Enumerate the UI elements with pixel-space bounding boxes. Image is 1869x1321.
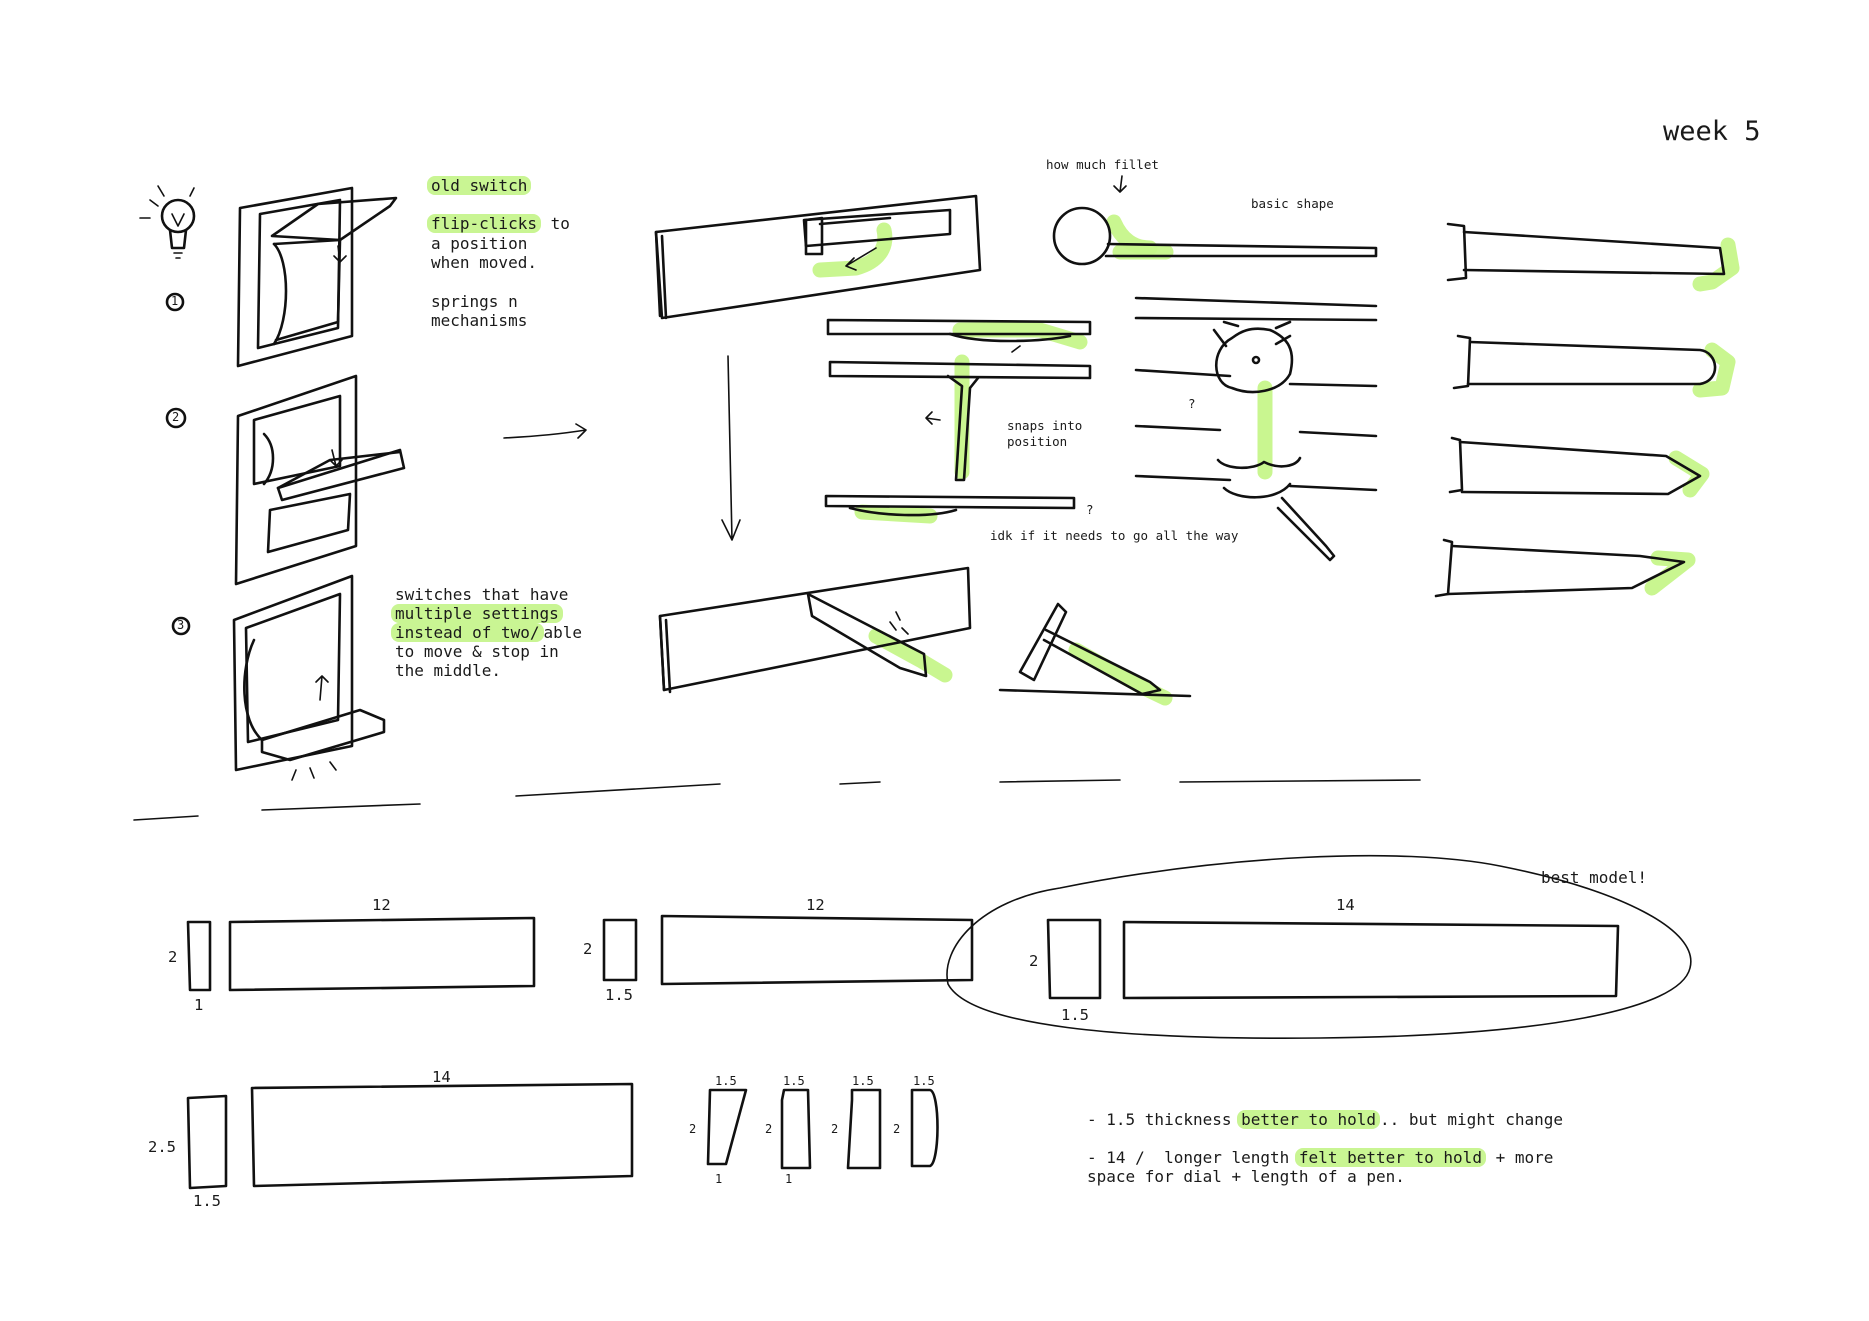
note-flip-clicks-2: a position xyxy=(431,234,528,253)
switch-sketch-3 xyxy=(232,574,386,781)
note-switches-2: multiple settings xyxy=(391,604,563,624)
model-4 xyxy=(186,1082,634,1190)
question-mark-1: ? xyxy=(1086,502,1094,517)
cam-sequence-sketch xyxy=(1134,296,1378,562)
mechanism-sketch-bottom xyxy=(658,566,972,694)
note-old-switch: old switch xyxy=(427,176,532,196)
question-mark-2: ? xyxy=(1188,396,1196,411)
arrow-right-icon xyxy=(503,423,587,439)
m1-thickness: 1 xyxy=(194,996,204,1014)
profile-4-top: 1.5 xyxy=(913,1074,935,1088)
m3-length: 14 xyxy=(1336,896,1355,914)
marker-1-label: 1 xyxy=(171,294,179,308)
profile-1-side: 2 xyxy=(689,1122,697,1136)
mechanism-sketch-top xyxy=(654,194,982,320)
note-how-much-fillet: how much fillet xyxy=(1046,157,1159,172)
profile-1-bottom: 1 xyxy=(715,1172,723,1186)
note-switches-3: instead of two/able xyxy=(391,623,582,643)
m1-height: 2 xyxy=(168,948,178,966)
snap-sequence-sketch xyxy=(824,318,1092,517)
m2-length: 12 xyxy=(806,896,825,914)
profile-2-bottom: 1 xyxy=(785,1172,793,1186)
note-snaps-1: snaps into xyxy=(1007,418,1083,433)
circled-number-2 xyxy=(165,407,187,429)
best-model-ellipse xyxy=(946,854,1692,1039)
profile-3-side: 2 xyxy=(831,1122,839,1136)
profile-2-top: 1.5 xyxy=(783,1074,805,1088)
note-switches-5: the middle. xyxy=(395,661,501,680)
profile-4-side: 2 xyxy=(893,1122,901,1136)
note-basic-shape: basic shape xyxy=(1251,196,1334,211)
lever-sketch xyxy=(998,602,1192,698)
note-flip-clicks: flip-clicks to xyxy=(427,214,570,234)
marker-3-label: 3 xyxy=(177,618,185,632)
circled-number-1 xyxy=(165,292,185,312)
switch-sketch-2 xyxy=(234,374,406,586)
marker-2-label: 2 xyxy=(172,410,180,424)
tip-profiles xyxy=(1434,222,1726,598)
m3-thickness: 1.5 xyxy=(1061,1006,1089,1024)
conclusion-line-1: - 1.5 thickness better to hold.. but mig… xyxy=(1087,1110,1564,1129)
m4-height: 2.5 xyxy=(148,1138,176,1156)
green-highlights xyxy=(812,214,1740,706)
note-flip-clicks-3: when moved. xyxy=(431,253,537,272)
lightbulb-icon xyxy=(139,185,196,259)
model-1 xyxy=(186,916,536,992)
profile-1-top: 1.5 xyxy=(715,1074,737,1088)
note-springs-2: mechanisms xyxy=(431,311,528,330)
model-2 xyxy=(602,914,974,986)
fillet-shape-sketch xyxy=(1052,175,1378,266)
circled-number-3 xyxy=(171,616,191,636)
m2-height: 2 xyxy=(583,940,593,958)
note-springs-1: springs n xyxy=(431,292,518,311)
profile-2-side: 2 xyxy=(765,1122,773,1136)
arrow-down-icon xyxy=(721,355,741,541)
m2-thickness: 1.5 xyxy=(605,986,633,1004)
separator-line xyxy=(133,779,1421,821)
page-title: week 5 xyxy=(1663,116,1761,147)
conclusion-line-3: space for dial + length of a pen. xyxy=(1087,1167,1405,1186)
note-switches-1: switches that have xyxy=(395,585,569,604)
m1-length: 12 xyxy=(372,896,391,914)
note-switches-4: to move & stop in xyxy=(395,642,559,661)
profile-3-top: 1.5 xyxy=(852,1074,874,1088)
m4-thickness: 1.5 xyxy=(193,1192,221,1210)
switch-sketch-1 xyxy=(236,186,398,368)
m3-height: 2 xyxy=(1029,952,1039,970)
profile-sections xyxy=(706,1088,939,1170)
model-3 xyxy=(946,854,1692,1039)
m4-length: 14 xyxy=(432,1068,451,1086)
conclusion-line-2: - 14 / longer length felt better to hold… xyxy=(1087,1148,1554,1167)
note-snaps-2: position xyxy=(1007,434,1068,449)
note-idk: idk if it needs to go all the way xyxy=(990,528,1239,543)
note-best-model: best model! xyxy=(1541,868,1647,887)
